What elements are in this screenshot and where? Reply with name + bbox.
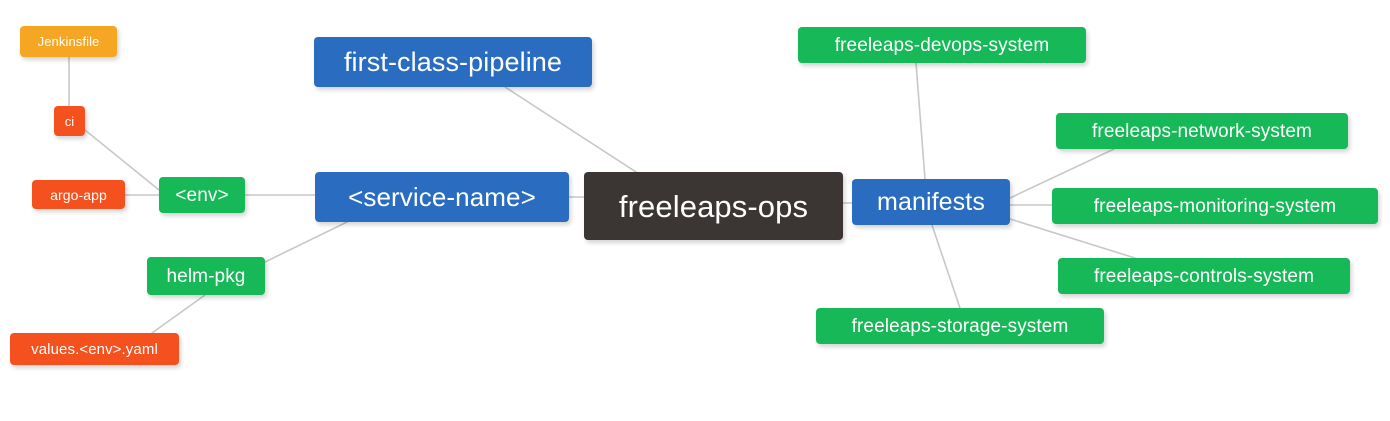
node-manifests[interactable]: manifests: [852, 179, 1010, 225]
node-argo-app[interactable]: argo-app: [32, 180, 125, 209]
node-label-first-class-pipeline: first-class-pipeline: [343, 46, 563, 77]
node-freeleaps-controls-system[interactable]: freeleaps-controls-system: [1058, 258, 1350, 294]
edge-manifests-to-freeleaps-storage-system: [931, 224, 961, 309]
node-label-env: <env>: [175, 184, 229, 206]
edge-values-yaml-to-helm-pkg: [151, 294, 206, 334]
node-freeleaps-ops[interactable]: freeleaps-ops: [584, 172, 843, 240]
node-label-freeleaps-devops-system: freeleaps-devops-system: [834, 34, 1050, 56]
node-service-name[interactable]: <service-name>: [315, 172, 569, 222]
node-label-service-name: <service-name>: [348, 182, 536, 212]
node-jenkinsfile[interactable]: Jenkinsfile: [20, 26, 117, 57]
node-freeleaps-devops-system[interactable]: freeleaps-devops-system: [798, 27, 1086, 63]
node-label-freeleaps-monitoring-system: freeleaps-monitoring-system: [1093, 195, 1337, 217]
edge-manifests-to-freeleaps-devops-system: [915, 62, 926, 180]
node-freeleaps-monitoring-system[interactable]: freeleaps-monitoring-system: [1052, 188, 1378, 224]
node-label-freeleaps-network-system: freeleaps-network-system: [1092, 120, 1312, 142]
node-label-jenkinsfile: Jenkinsfile: [37, 34, 100, 49]
edge-manifests-to-freeleaps-controls-system: [1009, 218, 1136, 259]
node-first-class-pipeline[interactable]: first-class-pipeline: [314, 37, 592, 87]
node-label-freeleaps-storage-system: freeleaps-storage-system: [851, 315, 1069, 337]
node-ci[interactable]: ci: [54, 106, 85, 136]
node-label-manifests: manifests: [877, 187, 985, 216]
node-label-ci: ci: [64, 113, 75, 129]
node-label-helm-pkg: helm-pkg: [166, 265, 246, 287]
node-freeleaps-storage-system[interactable]: freeleaps-storage-system: [816, 308, 1104, 344]
node-freeleaps-network-system[interactable]: freeleaps-network-system: [1056, 113, 1348, 149]
node-env[interactable]: <env>: [159, 177, 245, 213]
node-label-values-yaml: values.<env>.yaml: [31, 340, 158, 358]
node-label-argo-app: argo-app: [50, 186, 107, 203]
node-helm-pkg[interactable]: helm-pkg: [147, 257, 265, 295]
node-label-freeleaps-ops: freeleaps-ops: [618, 188, 809, 224]
node-label-freeleaps-controls-system: freeleaps-controls-system: [1093, 265, 1315, 287]
edge-helm-pkg-to-service-name: [264, 221, 348, 263]
edge-first-class-pipeline-to-freeleaps-ops: [504, 86, 637, 173]
node-values-yaml[interactable]: values.<env>.yaml: [10, 333, 179, 365]
